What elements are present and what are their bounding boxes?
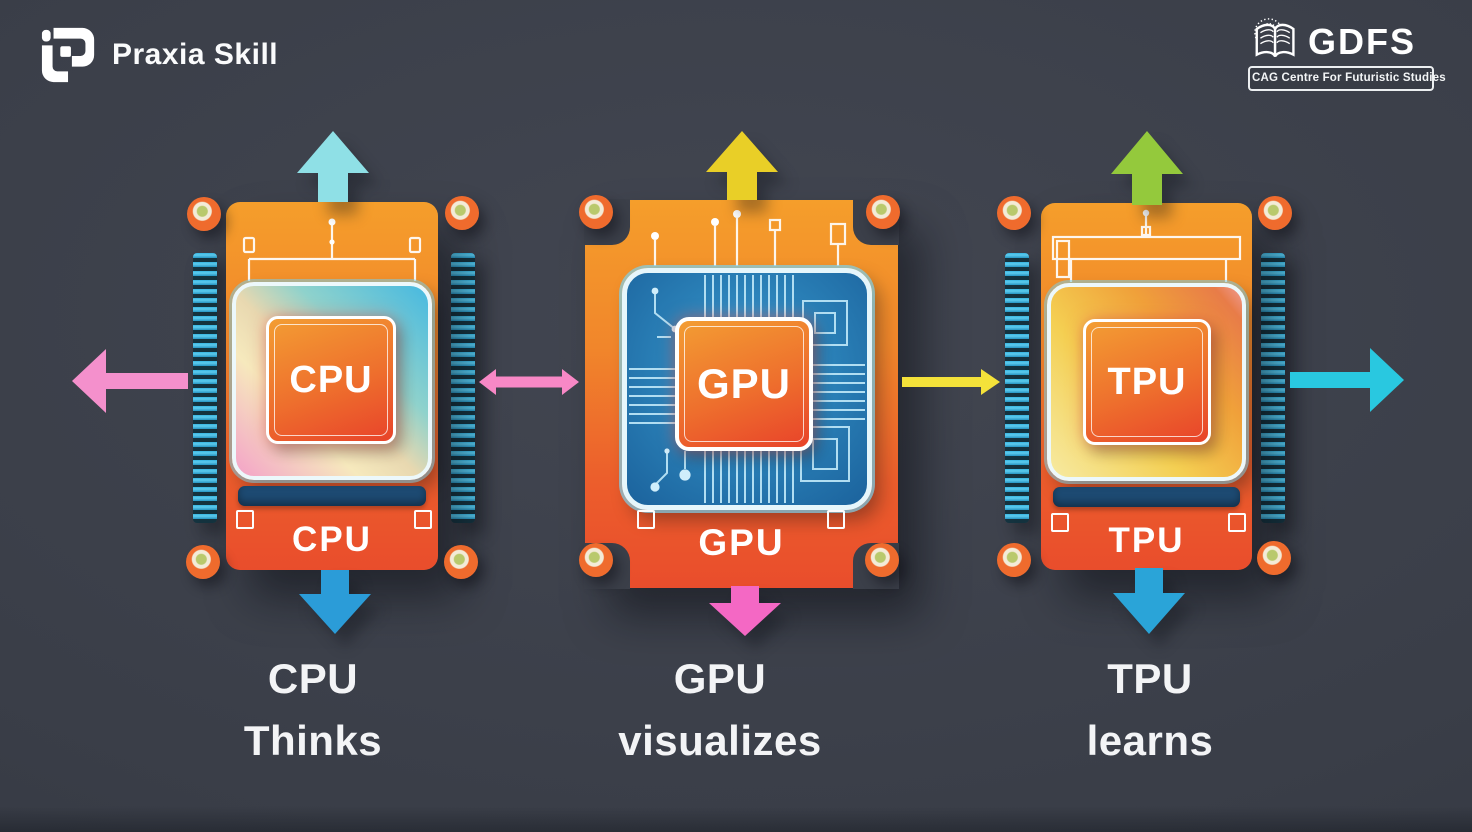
cpu-gpu-double-arrow-icon <box>479 369 579 395</box>
gpu-caption: GPU visualizes <box>550 648 890 772</box>
gpu-circuit-traces-icon <box>651 210 847 266</box>
cpu-up-arrow-icon <box>297 131 369 202</box>
cpu-caption-line1: CPU <box>267 655 359 702</box>
cpu-down-arrow-icon <box>299 570 371 634</box>
tpu-package-label: TPU <box>1108 521 1185 560</box>
tpu-up-arrow-icon <box>1111 131 1183 205</box>
cpu-slot-bar <box>238 486 426 506</box>
tpu-circuit-traces-icon <box>1051 209 1242 282</box>
cpu-package-label: CPU <box>292 520 372 559</box>
screw-icon <box>579 543 613 577</box>
tpu-caption: TPU learns <box>980 648 1320 772</box>
tpu-left-clip-icon <box>1051 513 1069 532</box>
cpu-right-clip-icon <box>414 510 432 529</box>
tpu-caption-line2: learns <box>1086 717 1214 764</box>
partner-tagline: CAG Centre For Futuristic Studies <box>1248 66 1446 91</box>
gpu-right-clip-icon <box>827 510 845 529</box>
gpu-tpu-arrow-icon <box>902 369 1000 395</box>
cpu-right-pin-strip <box>451 253 475 523</box>
praxia-logo: Praxia Skill <box>40 26 278 84</box>
screw-icon <box>866 195 900 229</box>
gpu-caption-line2: visualizes <box>618 717 822 764</box>
gpu-die: GPU <box>675 317 813 451</box>
screw-icon <box>186 545 220 579</box>
cpu-left-clip-icon <box>236 510 254 529</box>
gpu-chip: GPU GPU <box>584 199 899 589</box>
gpu-down-arrow-icon <box>709 586 781 636</box>
cpu-caption-line2: Thinks <box>243 717 383 764</box>
screw-icon <box>579 195 613 229</box>
tpu-chip: TPU TPU <box>1041 203 1252 570</box>
cpu-substrate <box>232 282 432 480</box>
screw-icon <box>187 197 221 231</box>
tpu-down-arrow-icon <box>1113 568 1185 634</box>
tpu-right-clip-icon <box>1228 513 1246 532</box>
brand-name: Praxia Skill <box>112 38 279 71</box>
gpu-die-label: GPU <box>696 360 791 407</box>
tpu-slot-bar <box>1053 487 1240 507</box>
gdfs-book-icon <box>1254 18 1295 58</box>
praxia-logo-icon <box>41 27 95 83</box>
gpu-left-clip-icon <box>637 510 655 529</box>
tpu-die-label: TPU <box>1107 360 1187 403</box>
tpu-right-pin-strip <box>1261 253 1285 523</box>
screw-icon <box>997 196 1031 230</box>
cpu-circuit-traces-icon <box>242 218 422 281</box>
cpu-die: CPU <box>266 316 396 444</box>
gpu-up-arrow-icon <box>706 131 778 200</box>
partner-name: GDFS <box>1308 21 1417 62</box>
cpu-chip: CPU CPU <box>226 202 438 570</box>
gpu-caption-line1: GPU <box>673 655 767 702</box>
tpu-caption-line1: TPU <box>1107 655 1193 702</box>
cpu-caption: CPU Thinks <box>143 648 483 772</box>
screw-icon <box>1258 196 1292 230</box>
tpu-die: TPU <box>1083 319 1211 445</box>
screw-icon <box>1257 541 1291 575</box>
screw-icon <box>445 196 479 230</box>
gdfs-logo: GDFS CAG Centre For Futuristic Studies <box>1248 18 1446 91</box>
screw-icon <box>997 543 1031 577</box>
screw-icon <box>444 545 478 579</box>
tpu-left-pin-strip <box>1005 253 1029 523</box>
cpu-die-label: CPU <box>289 358 373 401</box>
cpu-left-pin-strip <box>193 253 217 523</box>
left-arrow-icon <box>72 349 188 413</box>
right-arrow-icon <box>1290 348 1404 412</box>
screw-icon <box>865 543 899 577</box>
gpu-pcb-traces-icon <box>629 275 865 503</box>
gpu-package-label: GPU <box>698 522 785 563</box>
